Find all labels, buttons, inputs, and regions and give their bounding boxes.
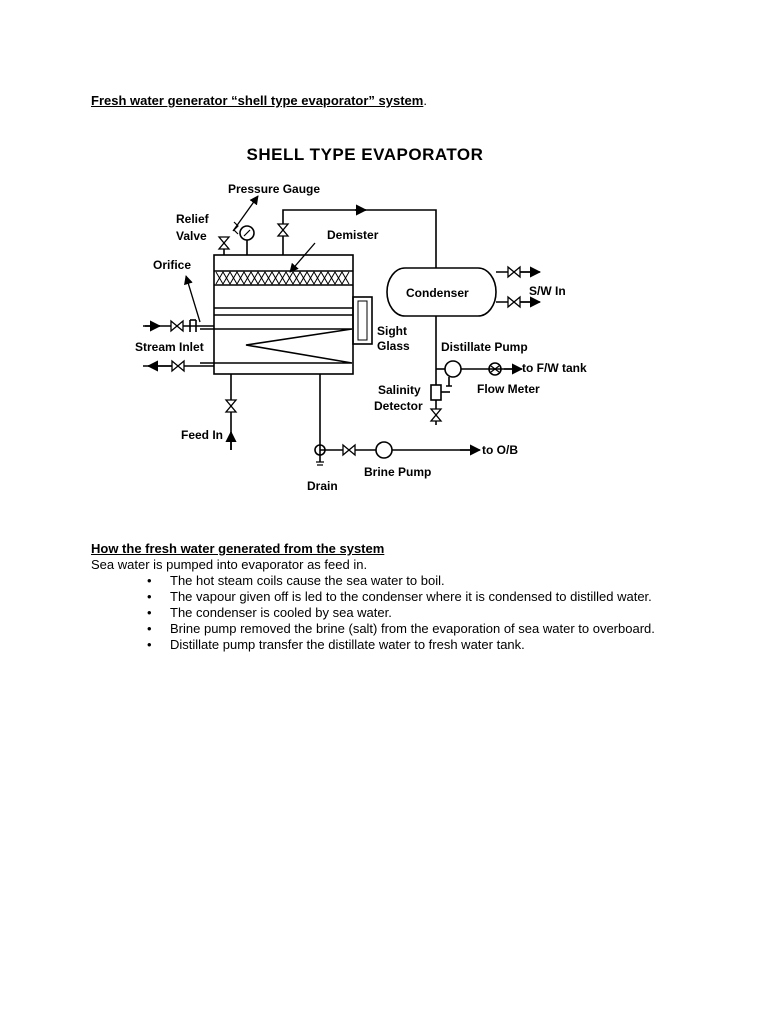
label-stream-inlet: Stream Inlet	[135, 340, 204, 354]
salinity-detector	[430, 384, 442, 401]
label-salinity-detector-1: Salinity	[378, 383, 421, 397]
valve-steam-return	[171, 359, 185, 373]
bullet-list: • The hot steam coils cause the sea water…	[91, 573, 691, 653]
label-sight-glass-1: Sight	[377, 324, 407, 338]
valve-salinity	[429, 408, 443, 422]
condenser	[386, 267, 497, 317]
label-relief-valve-1: Relief	[176, 212, 210, 226]
valve-vapour-line	[276, 223, 290, 237]
label-flow-meter: Flow Meter	[477, 382, 540, 396]
label-distillate-pump: Distillate Pump	[441, 340, 528, 354]
valve-sw-1	[507, 265, 521, 279]
list-item-text: Distillate pump transfer the distillate …	[170, 637, 525, 652]
steam-coil	[200, 328, 353, 364]
explanation-section: How the fresh water generated from the s…	[91, 541, 691, 653]
sight-glass	[352, 296, 373, 345]
valve-steam-inlet	[170, 319, 184, 333]
label-to-ob: to O/B	[482, 443, 518, 457]
demister-mesh	[215, 271, 350, 285]
label-sight-glass-2: Glass	[377, 339, 410, 353]
valve-brine	[342, 443, 356, 457]
bullet-symbol: •	[147, 573, 152, 588]
document-heading-period: .	[423, 93, 427, 108]
relief-valve	[217, 236, 231, 250]
list-item-text: The vapour given off is led to the conde…	[170, 589, 652, 604]
bullet-symbol: •	[147, 589, 152, 604]
bullet-symbol: •	[147, 621, 152, 636]
document-heading-text: Fresh water generator “shell type evapor…	[91, 93, 424, 108]
label-to-fw-tank: to F/W tank	[522, 361, 587, 375]
list-item: • The vapour given off is led to the cond…	[91, 589, 691, 605]
label-salinity-detector-2: Detector	[374, 399, 423, 413]
list-item: • Brine pump removed the brine (salt) fro…	[91, 621, 691, 637]
bullet-symbol: •	[147, 605, 152, 620]
distillate-pump	[444, 360, 462, 378]
label-brine-pump: Brine Pump	[364, 465, 431, 479]
list-item: • The condenser is cooled by sea water.	[91, 605, 691, 621]
label-drain: Drain	[307, 479, 338, 493]
diagram-title: SHELL TYPE EVAPORATOR	[247, 145, 484, 164]
label-feed-in: Feed In	[181, 428, 223, 442]
list-item: • The hot steam coils cause the sea water…	[91, 573, 691, 589]
label-relief-valve-2: Valve	[176, 229, 207, 243]
label-demister: Demister	[327, 228, 379, 242]
list-item-text: The condenser is cooled by sea water.	[170, 605, 392, 620]
list-item-text: Brine pump removed the brine (salt) from…	[170, 621, 655, 636]
section-intro: Sea water is pumped into evaporator as f…	[91, 557, 368, 572]
brine-pump	[375, 441, 393, 459]
section-title: How the fresh water generated from the s…	[91, 541, 385, 556]
list-item: • Distillate pump transfer the distillate…	[91, 637, 691, 653]
list-item-text: The hot steam coils cause the sea water …	[170, 573, 445, 588]
bullet-symbol: •	[147, 637, 152, 652]
drain-valve	[314, 444, 326, 456]
label-condenser: Condenser	[406, 286, 469, 300]
label-pressure-gauge: Pressure Gauge	[228, 182, 320, 196]
label-orifice: Orifice	[153, 258, 191, 272]
document-heading: Fresh water generator “shell type evapor…	[91, 93, 427, 108]
shell-evaporator-diagram: SHELL TYPE EVAPORATOR	[135, 145, 587, 493]
label-sw-in: S/W In	[529, 284, 566, 298]
flow-meter	[488, 362, 502, 376]
valve-feed-in	[224, 399, 238, 413]
valve-sw-2	[507, 295, 521, 309]
